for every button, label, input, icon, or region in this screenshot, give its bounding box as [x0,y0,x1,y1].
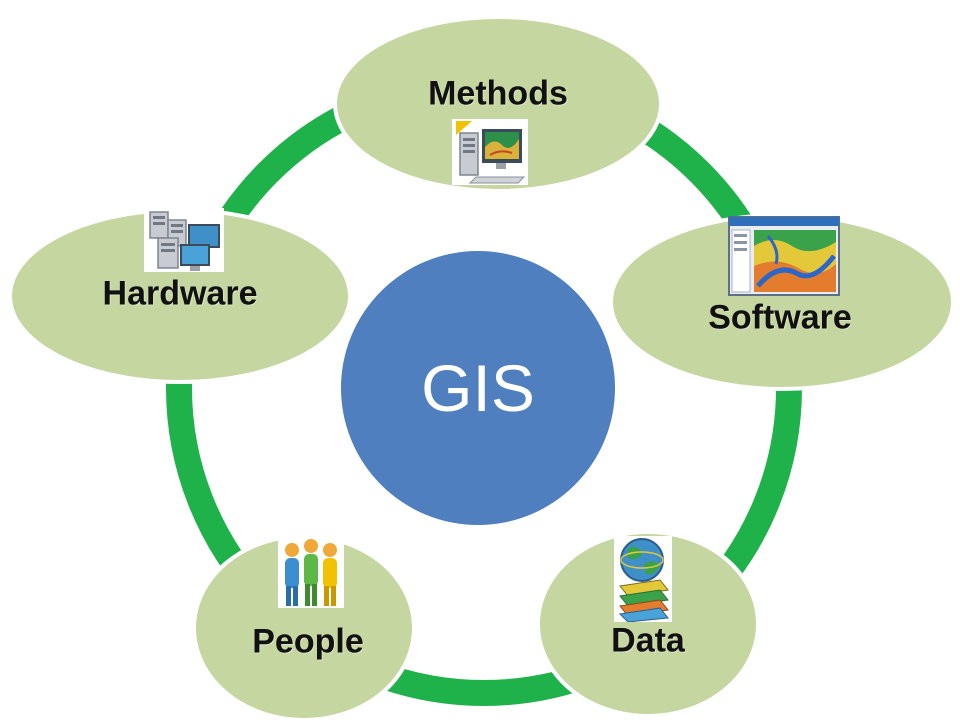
software-node [609,213,955,391]
hardware-label: Hardware [102,274,258,313]
people-label: People [252,622,364,661]
people-group-icon [278,536,344,608]
methods-label: Methods [428,74,568,113]
software-label: Software [708,298,852,337]
globe-map-layers-icon [614,536,672,622]
computer-workstation-icon [452,119,528,185]
data-label: Data [611,621,685,660]
center-circle [341,251,615,525]
data-node [536,530,760,718]
server-computers-icon [144,208,224,272]
map-software-window-icon [728,216,840,296]
methods-node [333,15,663,193]
center-label: GIS [421,351,535,425]
